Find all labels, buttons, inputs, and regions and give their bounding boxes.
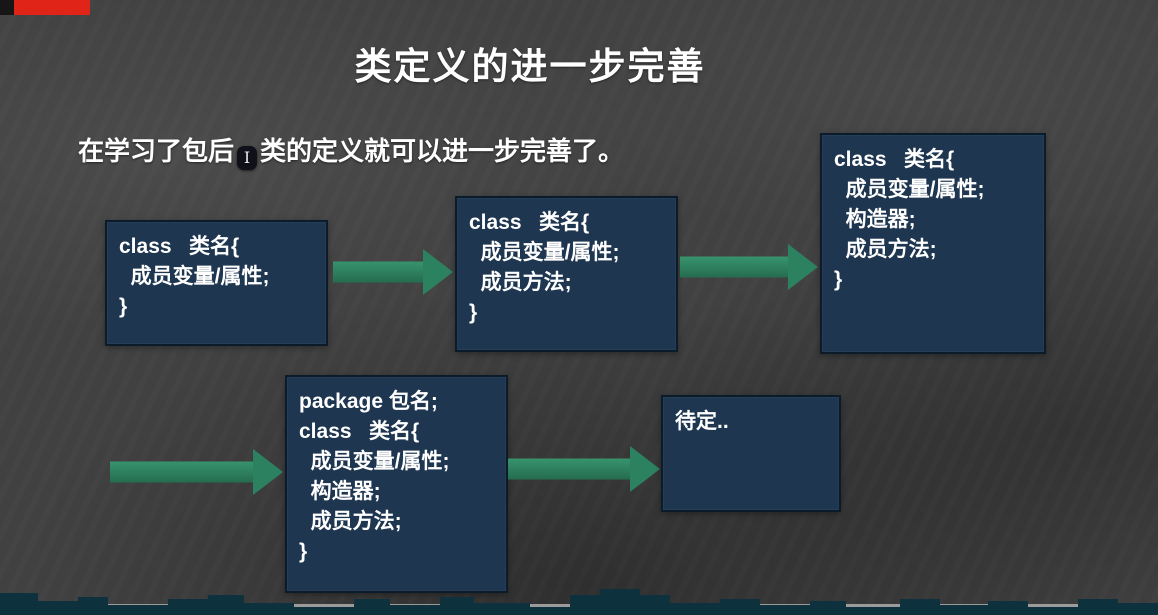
intro-text-before: 在学习了包后 [78,136,235,166]
flow-arrow-2 [680,244,818,290]
code-line: 待定.. [675,410,729,433]
intro-text-after: 类的定义就可以进一步完善了。 [260,136,625,166]
flow-arrow-1 [333,249,453,295]
code-line: 成员方法; [299,510,402,533]
code-line: } [299,540,308,563]
code-line: } [119,295,128,318]
audio-waveform [0,589,1158,615]
code-line: package 包名; [299,390,438,413]
arrow-shaft [508,458,634,480]
code-line: 构造器; [834,208,916,231]
code-line: } [834,268,843,291]
arrow-head [788,244,818,290]
code-line: class 类名{ [119,235,240,258]
arrow-head [253,449,283,495]
arrow-shaft [333,261,427,283]
code-line: 成员变量/属性; [119,265,270,288]
code-line: 构造器; [299,480,381,503]
code-line: class 类名{ [834,148,955,171]
code-line: 成员方法; [834,238,937,261]
arrow-shaft [680,256,792,278]
text-cursor-icon: I [237,146,258,170]
waveform-blocks [0,589,1158,615]
flow-arrow-3 [110,449,283,495]
code-line: } [469,301,478,324]
flow-arrow-4 [508,446,660,492]
arrow-head [630,446,660,492]
box-to-be-determined: 待定.. [661,395,841,512]
recording-indicator [0,0,90,15]
arrow-head [423,249,453,295]
code-line: 成员变量/属性; [469,241,620,264]
recording-indicator-red-bar [14,0,90,15]
box-class-with-package: package 包名; class 类名{ 成员变量/属性; 构造器; 成员方法… [285,375,508,593]
arrow-shaft [110,461,257,483]
box-class-with-constructor: class 类名{ 成员变量/属性; 构造器; 成员方法; } [820,133,1046,354]
code-line: 成员变量/属性; [834,178,985,201]
code-line: 成员方法; [469,271,572,294]
code-line: class 类名{ [299,420,420,443]
box-class-with-methods: class 类名{ 成员变量/属性; 成员方法; } [455,196,678,352]
recording-indicator-dark-segment [0,0,14,15]
box-class-with-fields: class 类名{ 成员变量/属性; } [105,220,328,346]
page-title: 类定义的进一步完善 [354,46,706,87]
code-line: class 类名{ [469,211,590,234]
code-line: 成员变量/属性; [299,450,450,473]
